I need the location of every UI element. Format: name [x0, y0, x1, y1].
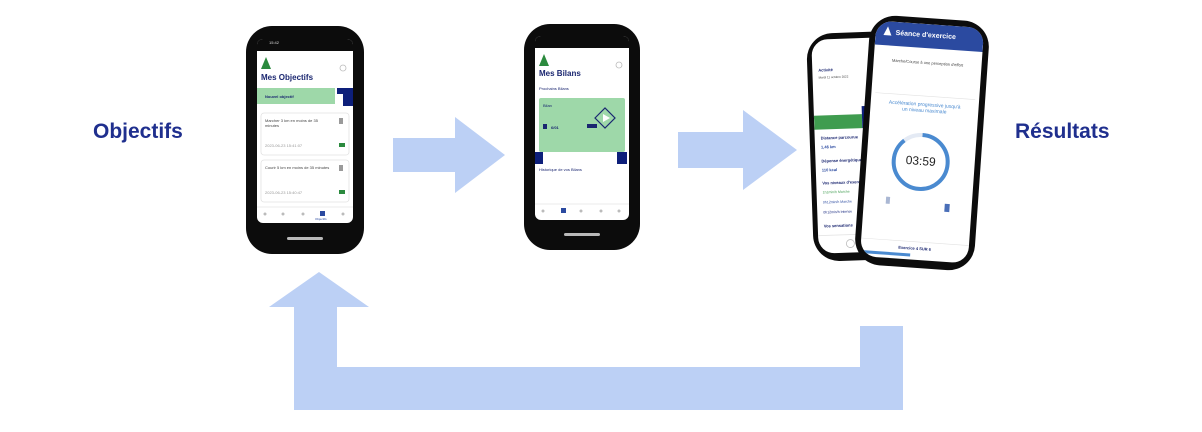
objectifs-screen: 15:42 Mes Objectifs Nouvel objectif Marc… — [257, 39, 353, 223]
history-label[interactable]: Historique de vos Bilans — [539, 167, 582, 172]
level-2: 0h12min/h Marche — [822, 199, 852, 205]
page-title: Mes Objectifs — [261, 73, 314, 82]
level-1: 1h1min/h Marche — [822, 189, 850, 195]
phone-objectifs: 15:42 Mes Objectifs Nouvel objectif Marc… — [246, 26, 364, 254]
bilan-card-label: Bilan — [543, 103, 552, 108]
section-upcoming: Prochains Bilans — [539, 86, 569, 91]
phone-bilans: Mes Bilans Prochains Bilans Bilan 6/01 H… — [524, 24, 640, 250]
arrow-objectifs-to-bilans — [393, 117, 505, 193]
new-goal-button[interactable]: Nouvel objectif — [265, 94, 294, 99]
bilans-graphics — [535, 54, 629, 213]
objectifs-graphics — [257, 57, 353, 216]
level-3: 0h12min/h Intense — [823, 209, 853, 215]
arrow-bilans-to-resultats — [678, 110, 797, 190]
goal-item-1-date: 2023-06-23 15:41:07 — [265, 143, 303, 148]
timer-display: 03:59 — [905, 152, 937, 169]
home-indicator — [287, 237, 323, 240]
distance-value: 1,46 km — [820, 144, 836, 150]
bilan-card-value[interactable]: 6/01 — [551, 125, 559, 130]
status-time: 15:42 — [269, 40, 280, 45]
energy-value: 110 kcal — [821, 166, 838, 173]
goal-item-2-date: 2023-06-23 15:40:47 — [265, 190, 303, 195]
goal-item-1-text[interactable]: Marcher 3 km en moins de 35 minutes — [265, 118, 318, 128]
home-indicator — [564, 233, 600, 236]
label-objectifs: Objectifs — [93, 120, 183, 143]
sensation-label: Vos sensations — [823, 222, 853, 229]
arrow-loop-back — [269, 272, 903, 410]
page-title: Mes Bilans — [539, 69, 581, 78]
nav-tab-objectifs[interactable]: Objectifs — [315, 217, 327, 221]
date-text: Mardi 11 octobre 2022 — [818, 74, 849, 80]
status-bar — [535, 36, 629, 48]
goal-item-2-text[interactable]: Courir 5 km en moins de 35 minutes — [265, 165, 330, 170]
section-label: Activité — [818, 67, 833, 73]
phone-seance: Séance d'exercice Marche/Course à une pe… — [853, 14, 991, 272]
label-resultats: Résultats — [1015, 120, 1110, 143]
seance-graphics — [860, 20, 985, 257]
bilans-screen: Mes Bilans Prochains Bilans Bilan 6/01 H… — [535, 36, 629, 220]
status-bar — [257, 39, 353, 51]
seance-screen: Séance d'exercice Marche/Course à une pe… — [859, 20, 985, 264]
